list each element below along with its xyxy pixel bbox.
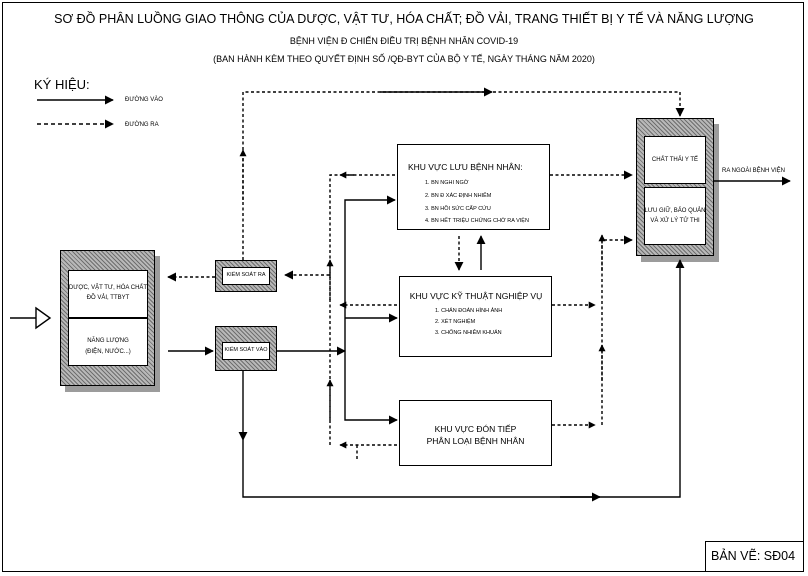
hospital-subtitle: BỆNH VIỆN Đ CHIẾN ĐIỀU TRỊ BỆNH NHÂN COV… [289, 36, 519, 46]
patient-zone-title: KHU VỰC LƯU BỆNH NHÂN: [408, 162, 523, 172]
entry-control-box [222, 342, 270, 360]
legend-title: KÝ HIỆU: [34, 77, 90, 92]
supply-energy-box [68, 318, 148, 366]
entrance-hollow-arrow [35, 306, 52, 330]
waste-morgue-label-1: LƯU GIỮ, BẢO QUẢN [644, 208, 706, 214]
bottom-path-to-waste-arrow [242, 259, 685, 498]
waste-morgue-box [644, 187, 706, 245]
reception-zone-title-1: KHU VỰC ĐÓN TIẾP [434, 424, 517, 434]
hospital-exit-label: RA NGOÀI BỆNH VIỆN [722, 168, 786, 174]
exit-control-box [222, 267, 270, 285]
supply-medicine-box [68, 270, 148, 318]
waste-medical-box [644, 136, 706, 184]
left-dashed-collector [284, 270, 331, 445]
patient-zone-box [397, 144, 550, 230]
waste-morgue-label-2: VÀ XỬ LÝ TỬ THI [650, 218, 700, 224]
technical-zone-item: 3. CHỐNG NHIỄM KHUẨN [435, 330, 502, 336]
top-exit-loop [242, 91, 685, 260]
waste-medical-label: CHẤT THẢI Y TẾ [651, 157, 699, 163]
supply-medicine-label-2: ĐỒ VẢI, TTBYT [86, 295, 130, 301]
patient-zone-item: 3. BN HỒI SỨC CẤP CỨU [425, 206, 491, 212]
legend-out-label: ĐƯỜNG RA [125, 122, 159, 128]
reception-zone-box [399, 400, 552, 466]
to-patient-zone-arrow [344, 195, 396, 351]
patient-zone-item: 1. BN NGHI NGỜ [425, 180, 469, 186]
supply-energy-label-1: NĂNG LƯỢNG [87, 338, 129, 344]
diagram-title: SƠ ĐỒ PHÂN LUỒNG GIAO THÔNG CỦA DƯỢC, VẬ… [54, 12, 754, 26]
technical-zone-title: KHU VỰC KỸ THUẬT NGHIỆP VỤ [409, 291, 543, 301]
decision-subtitle: (BAN HÀNH KÈM THEO QUYẾT ĐỊNH SỐ /QĐ-BYT… [213, 54, 595, 64]
patient-zone-item: 4. BN HẾT TRIỆU CHỨNG CHỜ RA VIỆN [425, 218, 529, 224]
supply-energy-label-2: (ĐIỆN, NƯỚC...) [85, 349, 131, 355]
supply-medicine-label-1: DƯỢC, VẬT TƯ, HÓA CHẤT [68, 285, 148, 291]
drawing-code-box [705, 541, 804, 572]
patient-zone-item: 2. BN Đ XÁC ĐỊNH NHIỄM [425, 193, 492, 199]
reception-zone-title-2: PHÂN LOẠI BỆNH NHÂN [426, 436, 525, 446]
technical-zone-item: 1. CHẨN ĐOÁN HÌNH ẢNH [435, 308, 503, 314]
exit-control-label: KIỂM SOÁT RA [226, 272, 266, 278]
to-reception-zone-arrow [344, 351, 398, 425]
right-dashed-collector [601, 235, 633, 425]
entry-control-label: KIỂM SOÁT VÀO [224, 347, 268, 353]
drawing-code-label: BẢN VẼ: SĐ04 [711, 549, 796, 563]
technical-zone-item: 2. XÉT NGHIỆM [435, 319, 476, 325]
exit-vertical-return [329, 174, 355, 275]
legend-in-label: ĐƯỜNG VÀO [125, 97, 163, 103]
technical-zone-box [399, 276, 552, 357]
